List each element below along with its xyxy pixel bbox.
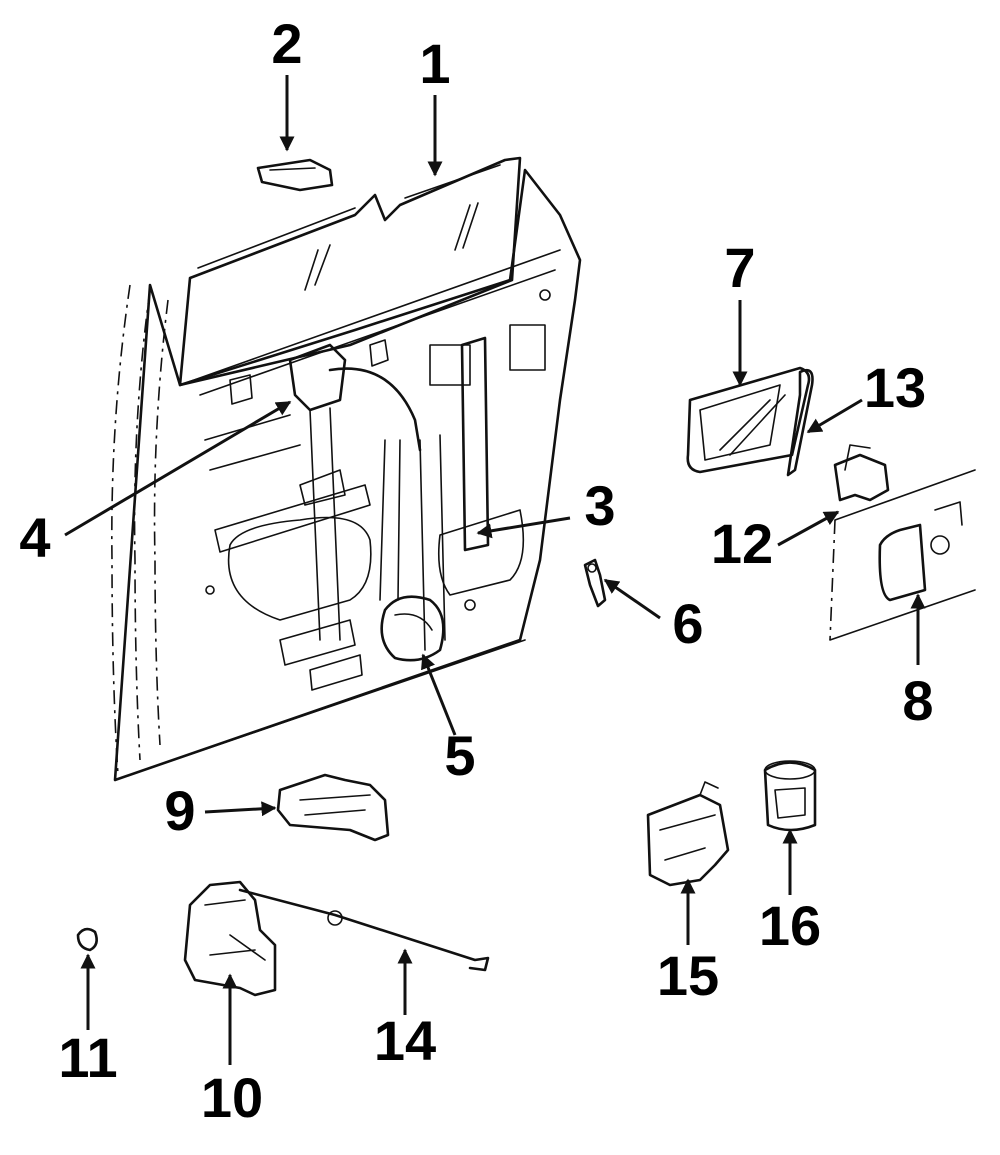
handle-bracket bbox=[833, 444, 890, 502]
glass-clip bbox=[256, 158, 334, 192]
small-clip bbox=[76, 927, 98, 952]
callout-8: 8 bbox=[902, 669, 933, 732]
leader-arrows bbox=[64, 75, 926, 1065]
latch-bracket bbox=[276, 773, 390, 842]
window-glass bbox=[178, 156, 522, 387]
callout-16: 16 bbox=[759, 894, 821, 957]
outside-handle-panel bbox=[829, 469, 976, 641]
leader-5 bbox=[421, 653, 457, 736]
leader-6 bbox=[603, 578, 661, 620]
callout-9: 9 bbox=[164, 779, 195, 842]
lock-actuator bbox=[379, 439, 445, 662]
callout-3: 3 bbox=[584, 474, 615, 537]
callout-1: 1 bbox=[419, 32, 450, 95]
lock-rod bbox=[238, 888, 490, 972]
callout-5: 5 bbox=[444, 724, 475, 787]
callout-15: 15 bbox=[657, 944, 719, 1007]
callout-11: 11 bbox=[58, 1026, 117, 1089]
glass-run-channel bbox=[419, 336, 490, 651]
door-latch bbox=[183, 880, 277, 997]
callout-6: 6 bbox=[672, 592, 703, 655]
leader-12 bbox=[777, 510, 840, 547]
leader-3 bbox=[476, 516, 571, 539]
door-inner-panel bbox=[111, 168, 582, 782]
callout-14: 14 bbox=[374, 1009, 436, 1072]
window-regulator bbox=[288, 343, 422, 691]
callout-7: 7 bbox=[724, 236, 755, 299]
leader-13 bbox=[806, 398, 863, 434]
striker-cover bbox=[646, 781, 730, 887]
leader-9 bbox=[204, 801, 277, 817]
fastener bbox=[583, 558, 607, 608]
leader-4 bbox=[64, 400, 292, 537]
callout-2: 2 bbox=[271, 12, 302, 75]
lock-cylinder bbox=[763, 760, 817, 832]
handle-bezel bbox=[786, 368, 814, 477]
callout-12: 12 bbox=[711, 512, 773, 575]
callout-10: 10 bbox=[201, 1066, 263, 1129]
callout-4: 4 bbox=[19, 506, 50, 569]
callout-labels: 1 2 3 4 5 6 7 8 9 10 11 12 13 14 15 16 bbox=[19, 12, 933, 1129]
callout-13: 13 bbox=[864, 356, 926, 419]
